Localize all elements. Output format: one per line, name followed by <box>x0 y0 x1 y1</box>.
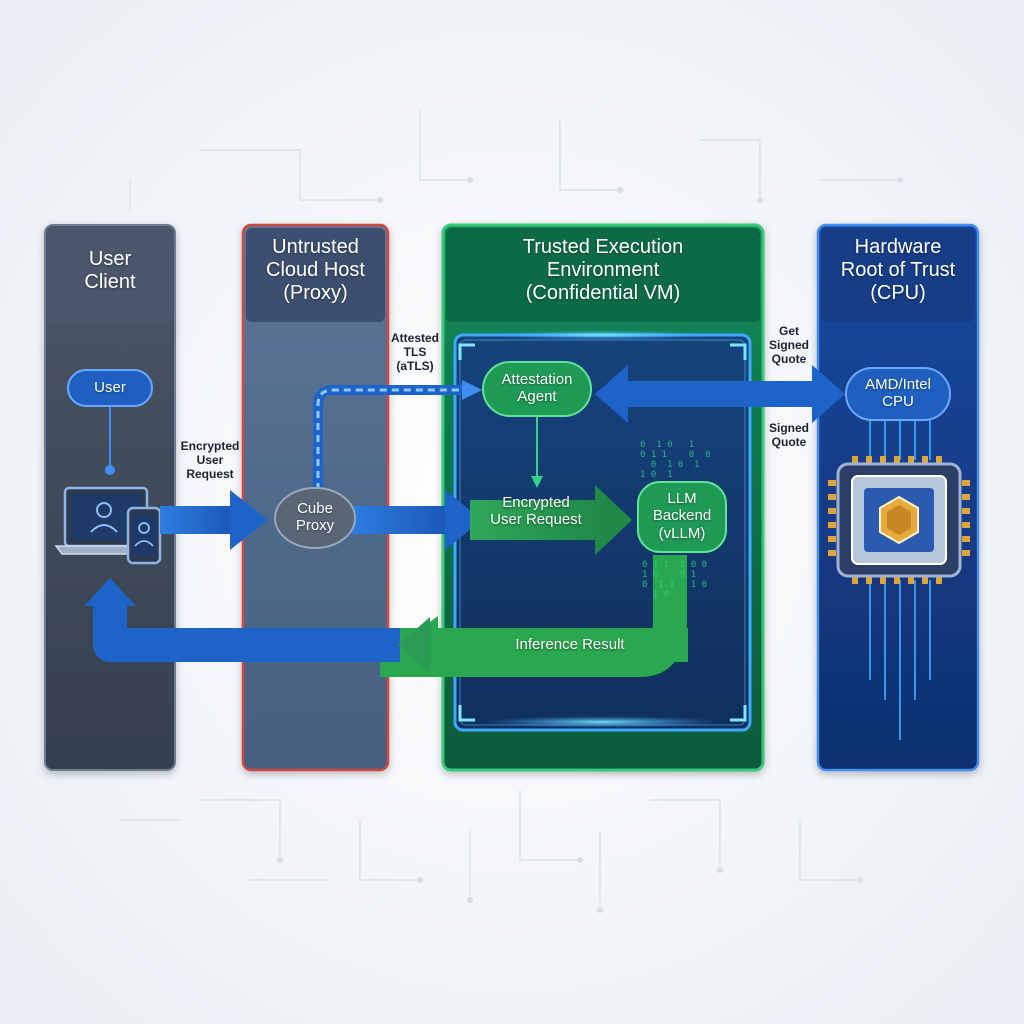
background-circuit-dots <box>277 177 903 913</box>
tee-encrypted-request-arrow <box>470 485 632 555</box>
proxy-title-line3: (Proxy) <box>283 282 348 304</box>
user-to-device-connector <box>105 405 115 475</box>
eur-line3: Request <box>186 466 234 481</box>
cube-proxy-node <box>274 487 356 549</box>
tee-title-line2: Environment <box>546 259 660 281</box>
ter-line2: User Request <box>490 511 582 529</box>
proxy-title-line1: Untrusted <box>272 236 359 258</box>
tee-title-line1: Trusted Execution <box>522 236 684 258</box>
quote-double-arrow <box>595 365 845 423</box>
hw-title-line3: (CPU) <box>870 282 926 304</box>
cpu-node-label: AMD/Intel CPU <box>846 376 950 411</box>
client-title-line2: Client <box>84 271 136 293</box>
signed-quote-label: Signed Quote <box>760 421 818 450</box>
attestation-line2: Agent <box>517 388 557 406</box>
llm-backend-node <box>637 481 727 553</box>
encrypted-user-request-label: Encrypted User Request <box>172 439 248 481</box>
atls-line3: (aTLS) <box>396 358 434 373</box>
llm-backend-label: LLM Backend (vLLM) <box>638 490 726 542</box>
llm-line2: Backend <box>652 507 712 525</box>
hw-column-title: Hardware Root of Trust (CPU) <box>821 236 975 305</box>
llm-line1: LLM <box>667 490 697 507</box>
cpu-chip-icon <box>828 456 970 584</box>
proxy-to-tee-arrow <box>350 490 482 550</box>
tee-encrypted-request-label: Encrypted User Request <box>472 494 600 529</box>
eur-line1: Encrypted <box>180 439 240 453</box>
cube-proxy-line2: Proxy <box>295 517 335 535</box>
get-signed-quote-label: Get Signed Quote <box>760 324 818 366</box>
sq-line1: Signed <box>768 421 809 435</box>
sq-line2: Quote <box>771 434 807 449</box>
laptop-phone-icon <box>54 486 162 565</box>
cpu-line1: AMD/Intel <box>865 376 931 393</box>
binary-glyphs-top: 0 1 0 1 0 1 1 0 0 0 1 0 1 1 0 1 <box>640 440 711 480</box>
eur-line2: User <box>196 452 224 467</box>
atls-line1: Attested <box>390 331 439 345</box>
cpu-glow-lines <box>869 420 931 740</box>
inference-result-arrow <box>84 555 688 677</box>
ter-line1: Encrypted <box>502 494 570 511</box>
user-node-label: User <box>94 379 126 396</box>
cpu-node <box>845 367 951 421</box>
proxy-title-line2: Cloud Host <box>266 259 365 281</box>
cpu-line2: CPU <box>882 393 914 411</box>
background-circuit-traces <box>120 110 900 910</box>
gsq-line3: Quote <box>771 351 807 366</box>
hw-title-line1: Hardware <box>854 236 942 258</box>
cube-proxy-label: Cube Proxy <box>275 500 355 535</box>
inference-result-label: Inference Result <box>515 636 625 653</box>
tee-title-line3: (Confidential VM) <box>525 282 681 304</box>
proxy-column-title: Untrusted Cloud Host (Proxy) <box>246 236 385 305</box>
atls-channel <box>313 380 482 490</box>
tee-column-title: Trusted Execution Environment (Confident… <box>446 236 760 305</box>
binary-glyphs-bottom: 0 1 1 1 0 0 1 0 0 1 0 1 1 1 0 1 0 <box>642 560 708 600</box>
attested-tls-label: Attested TLS (aTLS) <box>382 331 448 373</box>
cube-proxy-line1: Cube <box>297 500 333 517</box>
attestation-line1: Attestation <box>501 371 573 388</box>
client-title-line1: User <box>88 248 132 270</box>
gsq-line1: Get <box>778 324 799 338</box>
attestation-agent-node <box>482 361 592 417</box>
gsq-line2: Signed <box>768 337 809 352</box>
atls-line2: TLS <box>403 344 427 359</box>
attestation-to-llm-connector <box>531 415 543 488</box>
llm-line3: (vLLM) <box>658 524 706 542</box>
attestation-agent-label: Attestation Agent <box>483 371 591 406</box>
client-column-title: User Client <box>47 248 173 294</box>
user-node <box>67 369 153 407</box>
client-to-proxy-arrow <box>160 490 268 550</box>
hw-title-line2: Root of Trust <box>840 259 956 281</box>
